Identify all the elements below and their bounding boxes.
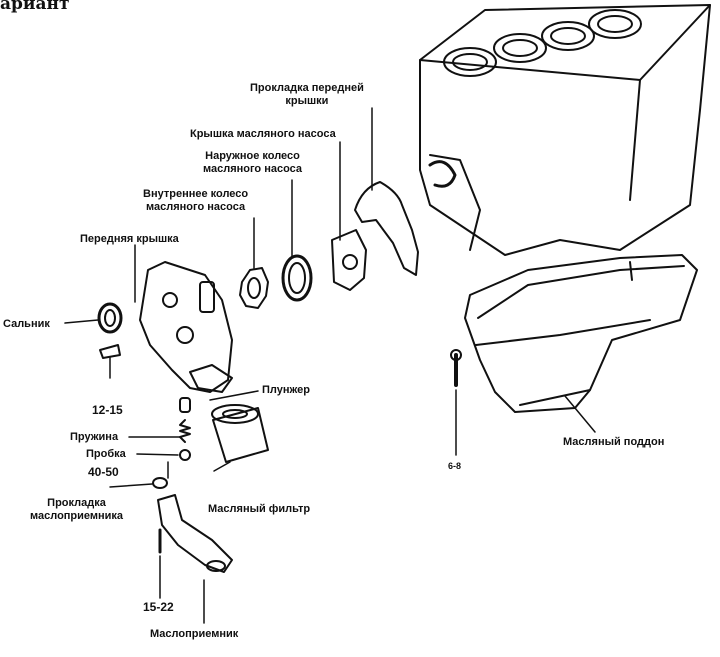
torque-cover-bolt: 12-15 — [92, 403, 123, 417]
label-strainer-gasket-text: Прокладка маслоприемника — [30, 497, 124, 522]
front-cover — [139, 261, 233, 393]
label-pump-cover: Крышка масляного насоса — [190, 128, 336, 140]
front-cover-gasket — [354, 181, 419, 276]
plunger — [179, 397, 191, 413]
label-strainer-gasket: Прокладка маслоприемника — [30, 497, 123, 523]
label-front-cover-gasket-text: Прокладка передней крышки — [250, 82, 364, 107]
label-oil-filter: Масляный фильтр — [208, 503, 311, 515]
label-front-cover: Передняя крышка — [80, 233, 179, 245]
torque-plug: 40-50 — [88, 465, 119, 479]
label-inner-gear: Внутреннее колесо масляного насоса — [143, 188, 248, 214]
label-spring: Пружина — [70, 431, 119, 443]
label-seal: Сальник — [3, 318, 50, 330]
leader-lines — [64, 107, 596, 624]
label-plunger: Плунжер — [262, 384, 311, 396]
pump-cover — [331, 229, 367, 291]
engine-block — [419, 4, 711, 256]
label-inner-gear-text: Внутреннее колесо масляного насоса — [143, 188, 249, 213]
label-front-cover-gasket: Прокладка передней крышки — [250, 82, 364, 108]
label-outer-gear-text: Наружное колесо масляного насоса — [203, 150, 303, 175]
cover-bolt — [99, 344, 121, 359]
plug — [179, 449, 191, 461]
label-oil-pan: Масляный поддон — [563, 436, 665, 448]
oil-strainer — [157, 494, 233, 573]
label-outer-gear: Наружное колесо масляного насоса — [203, 150, 302, 176]
inner-gear — [239, 267, 269, 309]
torque-strainer-bolt: 15-22 — [143, 600, 174, 614]
cylinder-bores — [443, 9, 642, 77]
header-fragment: ариант — [0, 0, 70, 14]
label-plug: Пробка — [86, 448, 126, 460]
oil-seal — [97, 302, 123, 334]
torque-pan-bolt: 6-8 — [448, 461, 462, 471]
outer-gear — [281, 254, 313, 302]
oil-filter — [211, 404, 269, 463]
oil-pan — [464, 254, 698, 413]
label-strainer: Маслоприемник — [150, 628, 239, 640]
relief-spring — [179, 419, 191, 443]
strainer-gasket — [152, 477, 168, 489]
